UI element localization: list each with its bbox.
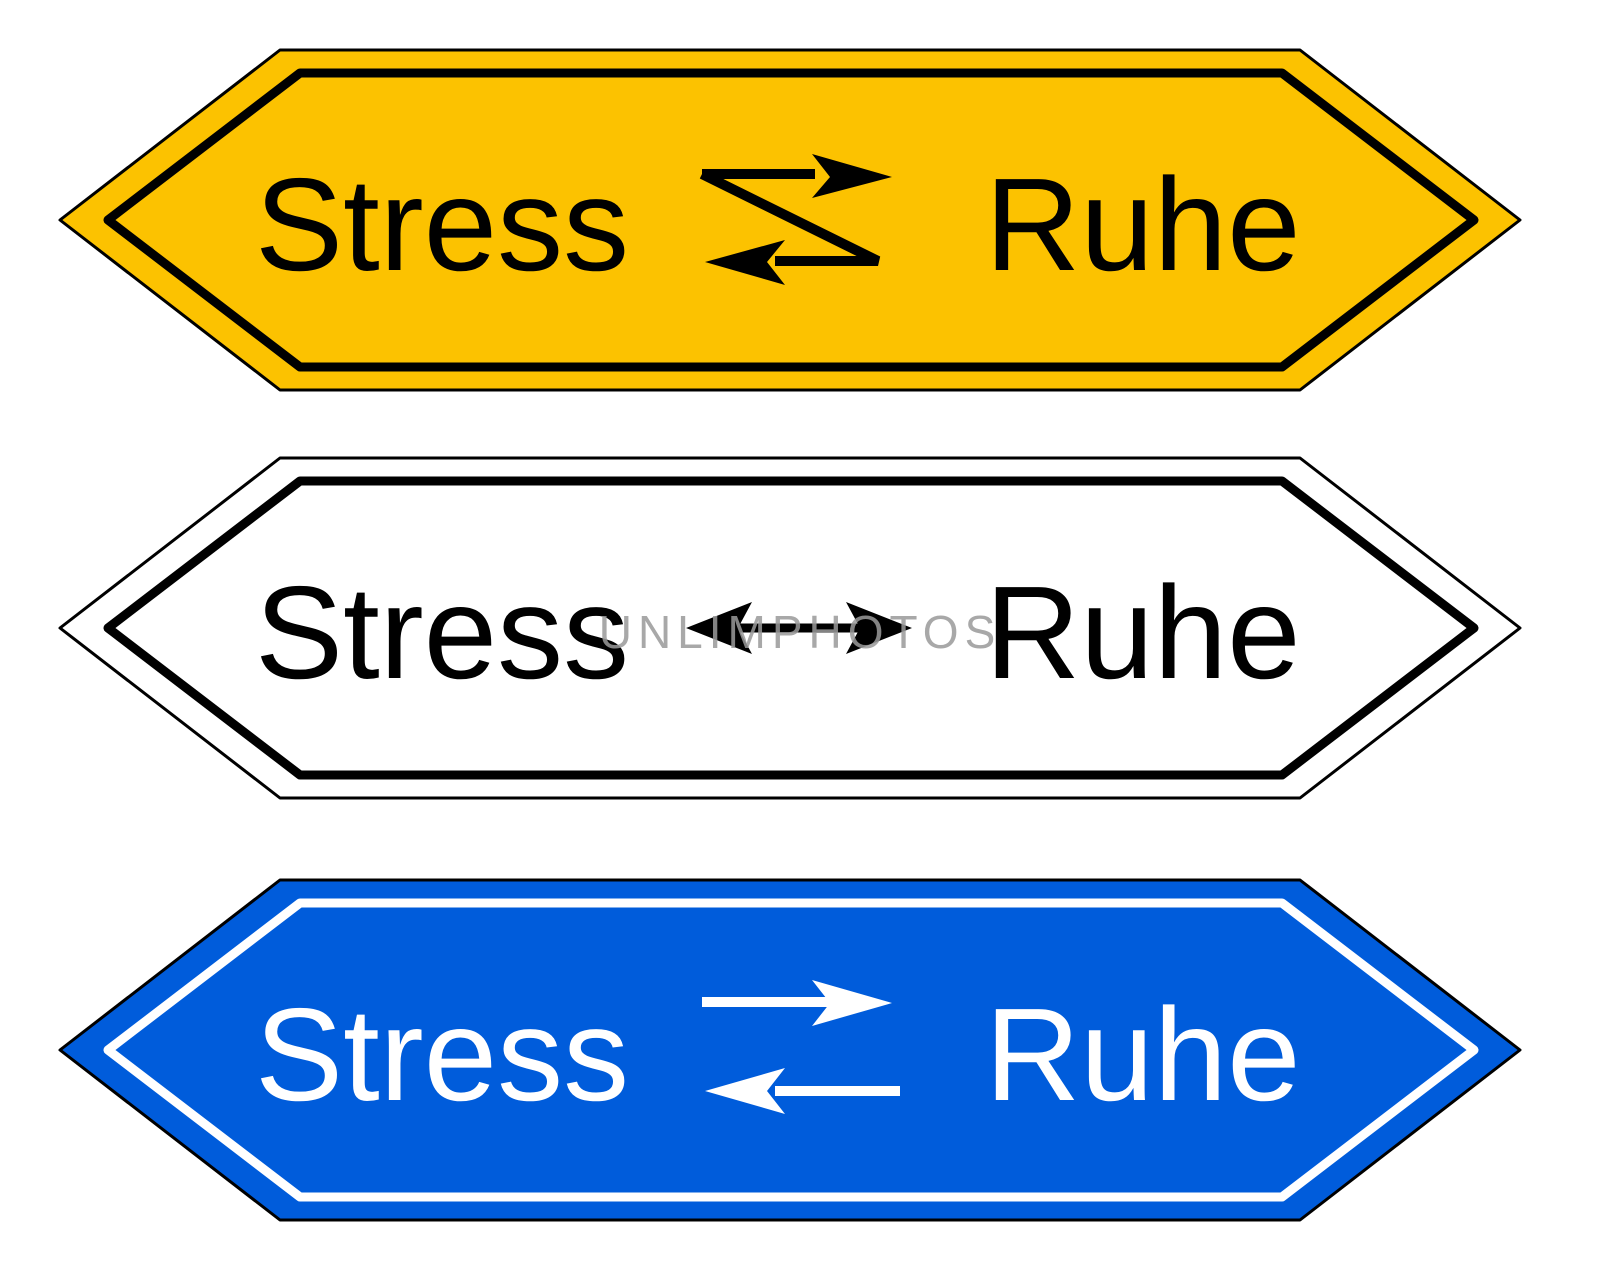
sign-yellow: Stress Ruhe xyxy=(0,40,1600,400)
sign-yellow-graphic: Stress Ruhe xyxy=(58,48,1522,392)
double-headed-arrow-icon xyxy=(686,602,912,654)
sign-left-text: Stress xyxy=(255,151,629,298)
sign-white: Stress Ruhe xyxy=(0,450,1600,810)
sign-blue: Stress Ruhe xyxy=(0,872,1600,1232)
sign-blue-graphic: Stress Ruhe xyxy=(58,878,1522,1222)
sign-right-text: Ruhe xyxy=(985,981,1301,1128)
sign-inner-border xyxy=(103,898,1479,1202)
z-exchange-arrows-icon xyxy=(699,154,892,285)
sign-white-graphic: Stress Ruhe xyxy=(58,456,1522,800)
sign-left-text: Stress xyxy=(255,559,629,706)
exchange-arrows-icon xyxy=(702,980,900,1114)
sign-right-text: Ruhe xyxy=(985,151,1301,298)
sign-inner-border xyxy=(103,68,1479,372)
sign-right-text: Ruhe xyxy=(985,559,1301,706)
sign-outer-plate xyxy=(58,878,1522,1222)
sign-left-text: Stress xyxy=(255,981,629,1128)
sign-inner-border xyxy=(103,476,1479,780)
